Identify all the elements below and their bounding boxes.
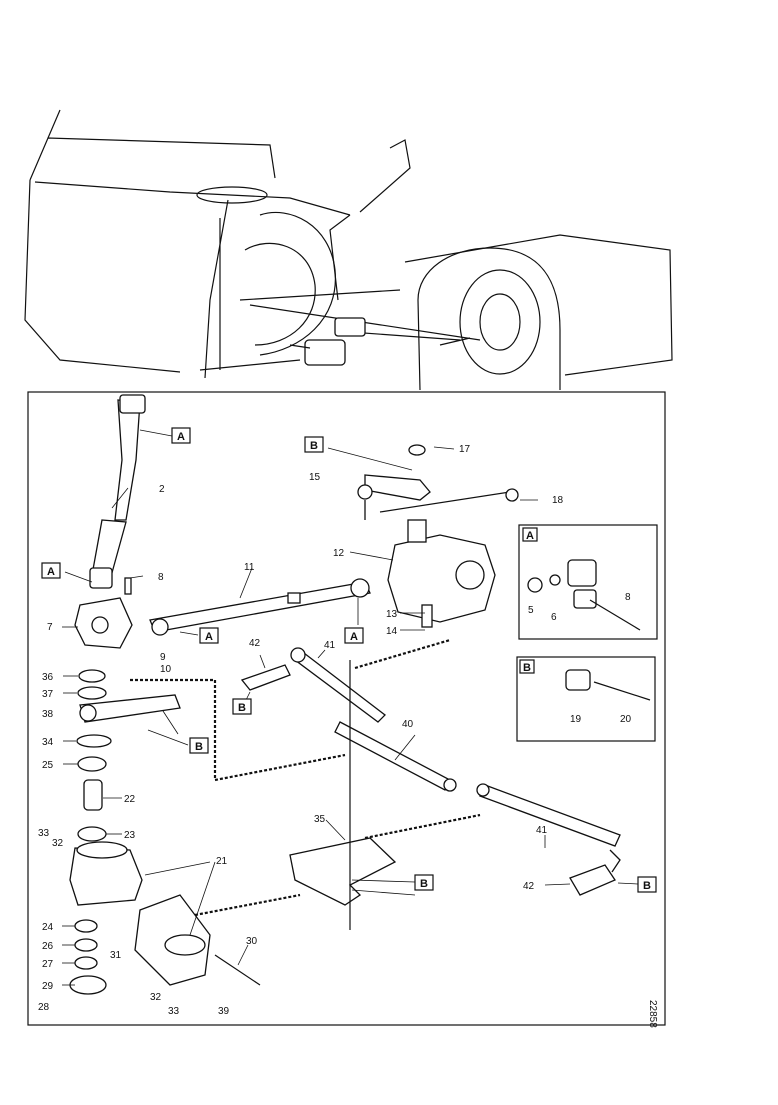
callout-38: 38 xyxy=(42,709,54,720)
callout-8b: 8 xyxy=(625,592,631,603)
bracket-assembly xyxy=(69,841,261,995)
callout-35: 35 xyxy=(314,814,326,825)
tag-a: A xyxy=(47,566,55,578)
right-arm-42 xyxy=(569,849,621,896)
detail-b-box: B xyxy=(516,656,656,742)
callout-17: 17 xyxy=(459,444,471,455)
callout-6: 6 xyxy=(551,612,557,623)
association-lines xyxy=(130,638,481,917)
vehicle-overview xyxy=(24,109,673,391)
callout-24: 24 xyxy=(42,922,54,933)
tag-a: A xyxy=(177,431,185,443)
callout-9: 9 xyxy=(160,652,166,663)
tag-a: A xyxy=(350,631,358,643)
callout-25: 25 xyxy=(42,760,54,771)
figure-code: 22858 xyxy=(647,1000,658,1028)
callout-32b: 32 xyxy=(150,992,162,1003)
left-arm-assembly xyxy=(76,669,181,842)
tag-b: B xyxy=(238,702,246,714)
tag-a: A xyxy=(205,631,213,643)
callout-27: 27 xyxy=(42,959,54,970)
part-numbers: 2 8 7 9 10 11 12 13 14 15 17 18 5 6 8 19… xyxy=(38,444,658,1028)
callout-18: 18 xyxy=(552,495,564,506)
drag-link xyxy=(149,578,371,636)
tag-b: B xyxy=(420,878,428,890)
callout-32: 32 xyxy=(52,838,64,849)
tag-b: B xyxy=(643,880,651,892)
callout-21: 21 xyxy=(216,856,228,867)
callout-36: 36 xyxy=(42,672,54,683)
steering-shaft xyxy=(74,394,146,649)
tie-rods xyxy=(240,647,621,847)
callout-42: 42 xyxy=(249,638,261,649)
pitman-arm-assembly xyxy=(357,474,519,520)
callout-42b: 42 xyxy=(523,881,535,892)
callout-15: 15 xyxy=(309,472,321,483)
callout-39: 39 xyxy=(218,1006,230,1017)
callout-tags: A A A A B B B B B xyxy=(41,427,657,893)
callout-12: 12 xyxy=(333,548,345,559)
callout-30: 30 xyxy=(246,936,258,947)
cross-member xyxy=(289,660,397,930)
callout-26: 26 xyxy=(42,941,54,952)
callout-40: 40 xyxy=(402,719,414,730)
callout-41: 41 xyxy=(324,640,336,651)
callout-10: 10 xyxy=(160,664,172,675)
callout-31: 31 xyxy=(110,950,122,961)
callout-22: 22 xyxy=(124,794,136,805)
detail-a-box: A xyxy=(518,524,658,640)
detail-b-label: B xyxy=(523,662,531,674)
callout-34: 34 xyxy=(42,737,54,748)
callout-29: 29 xyxy=(42,981,54,992)
callout-2: 2 xyxy=(159,484,165,495)
callout-41b: 41 xyxy=(536,825,548,836)
callout-7: 7 xyxy=(47,622,53,633)
callout-13: 13 xyxy=(386,609,398,620)
leader-lines xyxy=(62,429,639,986)
callout-23: 23 xyxy=(124,830,136,841)
callout-20: 20 xyxy=(620,714,632,725)
tag-b: B xyxy=(310,440,318,452)
callout-33: 33 xyxy=(38,828,50,839)
callout-28: 28 xyxy=(38,1002,50,1013)
detail-a-label: A xyxy=(526,530,534,542)
callout-19: 19 xyxy=(570,714,582,725)
steering-gear-box xyxy=(387,444,496,628)
callout-33b: 33 xyxy=(168,1006,180,1017)
callout-8: 8 xyxy=(158,572,164,583)
diagram-frame xyxy=(27,391,666,1026)
callout-5: 5 xyxy=(528,605,534,616)
tag-b: B xyxy=(195,741,203,753)
callout-37: 37 xyxy=(42,689,54,700)
callout-11: 11 xyxy=(244,562,255,573)
callout-14: 14 xyxy=(386,626,398,637)
